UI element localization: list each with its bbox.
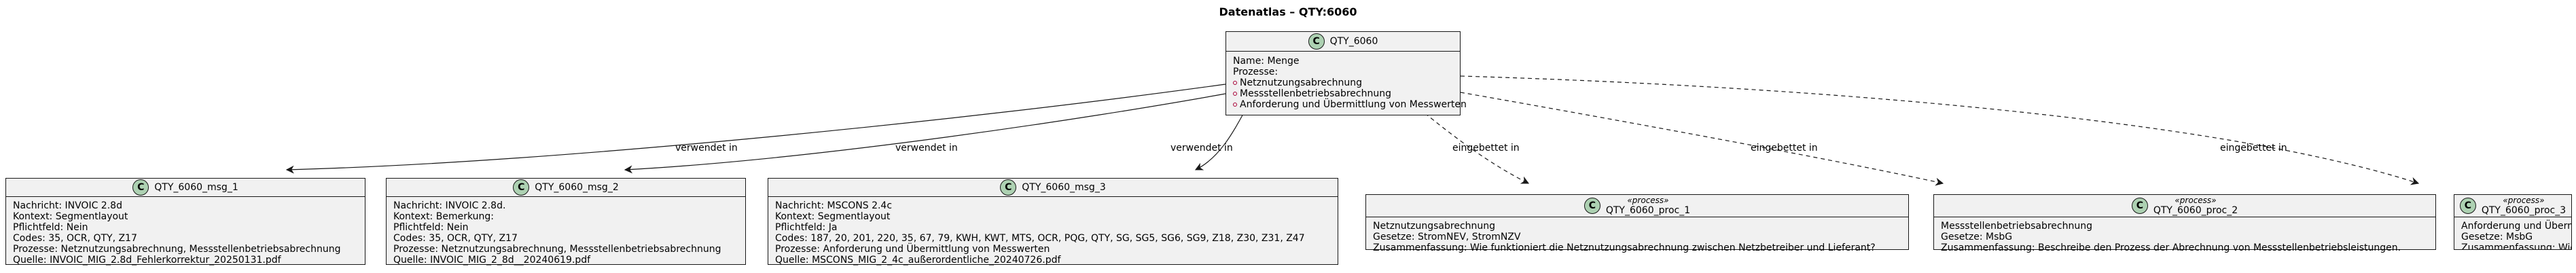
message-line: Kontext: Segmentlayout (13, 211, 128, 222)
message-line: Quelle: INVOIC_MIG_2.8d_Fehlerkorrektur_… (13, 255, 281, 266)
class-c-icon: C (2131, 198, 2148, 214)
message-line: Prozesse: Anforderung und Übermittlung v… (775, 244, 1050, 255)
message-box-2[interactable]: C QTY_6060_msg_2 Nachricht: INVOIC 2.8d.… (386, 178, 746, 266)
message-name: QTY_6060_msg_3 (1022, 182, 1106, 193)
process-name: QTY_6060_proc_2 (2153, 205, 2238, 216)
label-embedded-in-2: eingebettet in (1751, 143, 1818, 153)
class-c-icon: C (1000, 179, 1017, 196)
process-item: Anforderung und Übermittlung von Messwer… (1233, 99, 1467, 110)
message-name: QTY_6060_msg_1 (154, 182, 238, 193)
stereotype-label: «process» (1627, 196, 1669, 205)
process-line: Gesetze: MsbG (1941, 232, 2013, 242)
process-line: Zusammenfassung: Wie funktioniert die Ne… (1373, 242, 1876, 253)
process-item: Netznutzungsabrechnung (1233, 77, 1453, 88)
message-line: Codes: 35, OCR, QTY, Z17 (13, 233, 137, 244)
field-name: Name: Menge (1233, 56, 1300, 67)
edge-main-to-msg-1 (285, 84, 1226, 174)
edge-main-to-msg-2 (624, 93, 1226, 174)
label-used-in-2: verwendet in (895, 143, 958, 153)
process-line: Zusammenfassung: Wie kann ein Marktpartn… (2461, 242, 2571, 250)
message-line: Kontext: Segmentlayout (775, 211, 891, 222)
label-used-in-3: verwendet in (1170, 143, 1233, 153)
stereotype-label: «process» (2175, 196, 2217, 205)
message-line: Quelle: INVOIC_MIG_2_8d__20240619.pdf (393, 255, 591, 266)
message-line: Pflichtfeld: Ja (775, 222, 838, 233)
class-c-icon: C (2459, 198, 2476, 214)
message-name: QTY_6060_msg_2 (535, 182, 619, 193)
message-line: Prozesse: Netznutzungsabrechnung, Messst… (393, 244, 721, 255)
process-line: Zusammenfassung: Beschreibe den Prozess … (1941, 242, 2401, 253)
label-embedded-in-1: eingebettet in (1452, 143, 1520, 153)
field-prozesse-label: Prozesse: (1233, 67, 1278, 77)
process-name: QTY_6060_proc_1 (1605, 205, 1691, 216)
class-c-icon: C (513, 179, 530, 196)
diagram-title: Datenatlas – QTY:6060 (1219, 5, 1357, 18)
bullet-icon (1233, 81, 1237, 85)
message-line: Codes: 35, OCR, QTY, Z17 (393, 233, 518, 244)
edge-main-to-proc-3 (1460, 75, 2420, 185)
process-name: QTY_6060_proc_3 (2481, 205, 2566, 216)
class-name: QTY_6060 (1329, 36, 1378, 47)
process-line: Anforderung und Übermittlung von Messwer… (2461, 221, 2571, 232)
message-line: Kontext: Bemerkung: (393, 211, 494, 222)
message-line: Prozesse: Netznutzungsabrechnung, Messst… (13, 244, 341, 255)
process-item: Messstellenbetriebsabrechnung (1233, 88, 1453, 99)
edge-main-to-proc-2 (1460, 92, 1944, 186)
message-line: Quelle: MSCONS_MIG_2_4c_außerordentliche… (775, 255, 1061, 266)
message-box-3[interactable]: C QTY_6060_msg_3 Nachricht: MSCONS 2.4c … (768, 178, 1338, 266)
process-box-2[interactable]: C «process» QTY_6060_proc_2 Messstellenb… (1933, 194, 2436, 253)
message-line: Pflichtfeld: Nein (13, 222, 88, 233)
class-box-main[interactable]: C QTY_6060 Name: Menge Prozesse: Netznut… (1226, 31, 1467, 115)
label-used-in-1: verwendet in (675, 143, 738, 153)
process-line: Gesetze: MsbG (2461, 232, 2533, 242)
process-line: Netznutzungsabrechnung (1373, 221, 1496, 232)
process-box-1[interactable]: C «process» QTY_6060_proc_1 Netznutzungs… (1365, 194, 1909, 253)
message-line: Nachricht: INVOIC 2.8d (13, 200, 122, 211)
class-c-icon: C (1308, 33, 1325, 50)
message-line: Pflichtfeld: Nein (393, 222, 469, 233)
message-line: Nachricht: INVOIC 2.8d. (393, 200, 506, 211)
stereotype-label: «process» (2503, 196, 2545, 205)
bullet-icon (1233, 103, 1237, 107)
message-box-1[interactable]: C QTY_6060_msg_1 Nachricht: INVOIC 2.8d … (5, 178, 365, 266)
label-embedded-in-3: eingebettet in (2220, 143, 2287, 153)
bullet-icon (1233, 92, 1237, 96)
process-box-3[interactable]: C «process» QTY_6060_proc_3 Anforderung … (2454, 194, 2572, 250)
message-line: Nachricht: MSCONS 2.4c (775, 200, 893, 211)
process-line: Messstellenbetriebsabrechnung (1941, 221, 2092, 232)
class-c-icon: C (132, 179, 149, 196)
class-c-icon: C (1584, 198, 1600, 214)
message-line: Codes: 187, 20, 201, 220, 35, 67, 79, KW… (775, 233, 1305, 244)
process-line: Gesetze: StromNEV, StromNZV (1373, 232, 1521, 242)
